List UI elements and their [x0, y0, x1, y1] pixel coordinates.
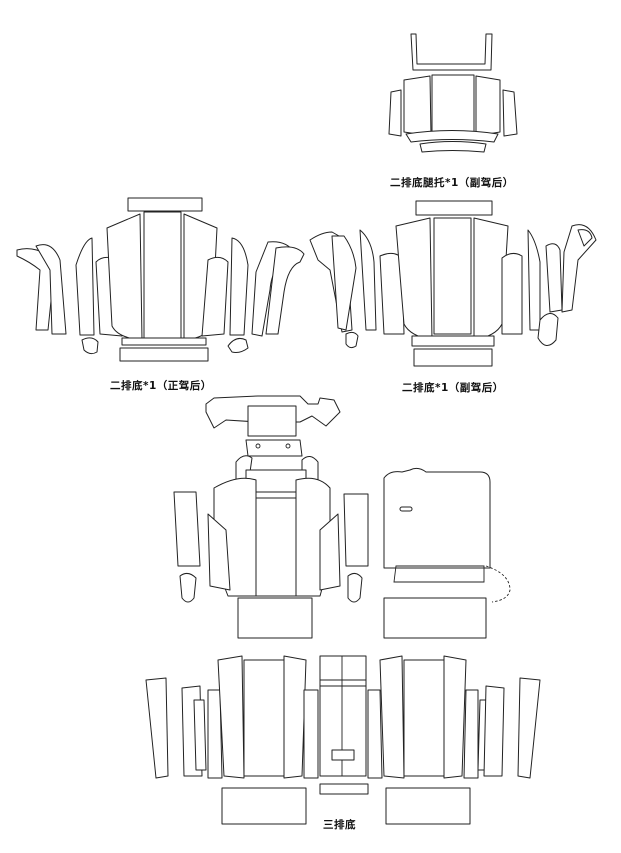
leg-rest-label: 二排底腿托*1（副驾后）: [390, 177, 514, 189]
row2-driver-pattern: [16, 197, 305, 362]
leg-rest-pattern: [388, 33, 518, 153]
row2-passenger-label: 二排底*1（副驾后）: [402, 382, 504, 394]
row3-pattern: [145, 655, 541, 825]
row3-label: 三排底: [323, 819, 356, 831]
headrest-pattern: [205, 395, 341, 493]
cushion-panel-pattern: [383, 467, 511, 639]
seat-base-pattern: [173, 477, 369, 639]
row2-driver-label: 二排底*1（正驾后）: [110, 380, 212, 392]
row2-passenger-pattern: [309, 200, 597, 367]
